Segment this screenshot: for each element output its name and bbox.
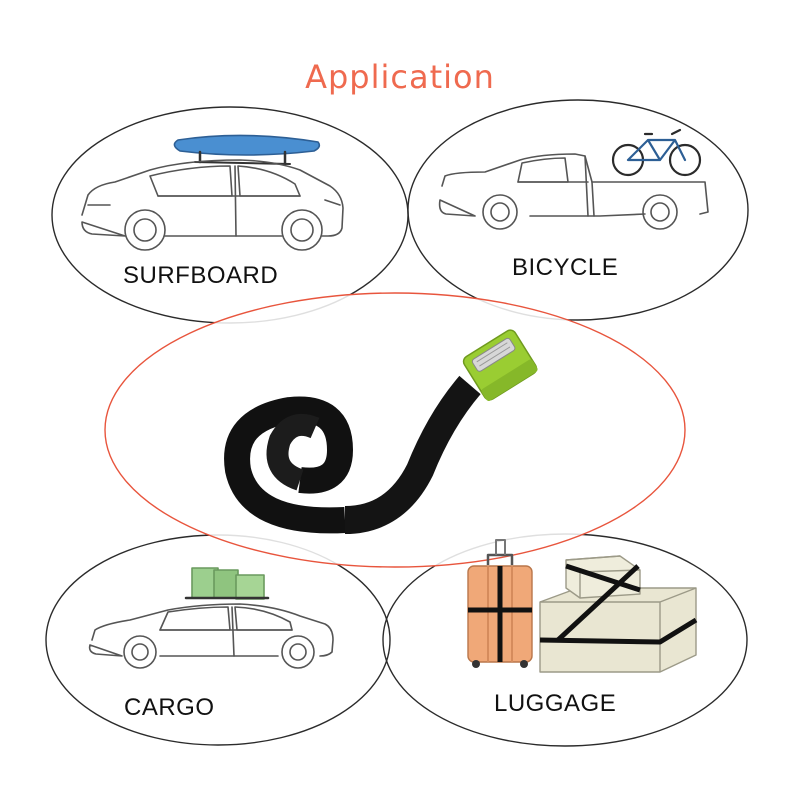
product-ellipse xyxy=(104,292,686,568)
page-title: Application xyxy=(305,58,495,96)
strapped-luggage-icon xyxy=(467,539,698,673)
car-with-roof-cargo-icon xyxy=(88,567,334,669)
pickup-with-bicycle-icon xyxy=(438,128,709,230)
cargo-ellipse xyxy=(45,534,391,746)
cargo-label: CARGO xyxy=(124,694,215,721)
surfboard-label: SURFBOARD xyxy=(123,262,279,289)
bicycle-label: BICYCLE xyxy=(512,254,619,281)
bicycle-ellipse xyxy=(407,99,749,321)
car-with-surfboard-icon xyxy=(81,134,344,251)
lashing-strap-with-buckle-icon xyxy=(224,329,538,534)
luggage-label: LUGGAGE xyxy=(494,690,617,717)
